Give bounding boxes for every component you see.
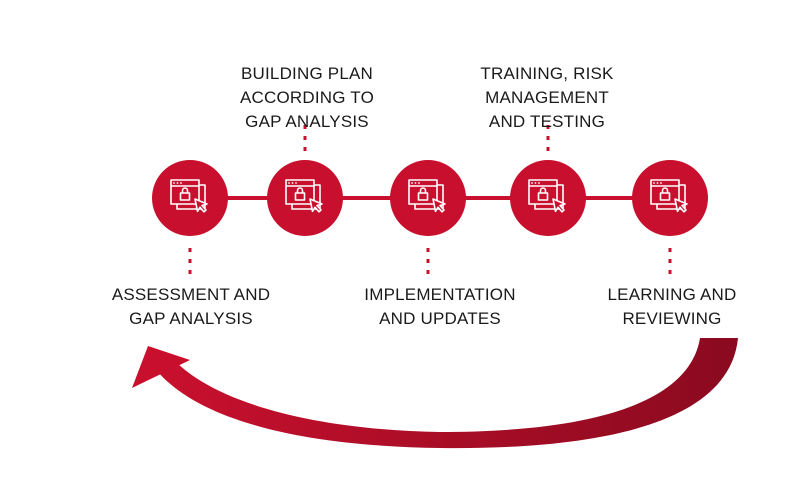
step-label-learning: LEARNING AND REVIEWING: [572, 283, 772, 331]
return-arrow-head: [132, 346, 190, 388]
step-label-line: BUILDING PLAN: [240, 64, 374, 83]
step-label-line: AND TESTING: [488, 112, 606, 131]
step-label-training: TRAINING, RISK MANAGEMENT AND TESTING: [447, 62, 647, 134]
browser-window-lock-cursor-icon: [528, 179, 566, 213]
browser-window-lock-cursor-icon: [408, 179, 446, 213]
step-label-assessment: ASSESSMENT AND GAP ANALYSIS: [91, 283, 291, 331]
step-label-line: ACCORDING TO: [239, 88, 374, 107]
step-node-learning: [632, 160, 708, 274]
step-dots: [188, 248, 192, 274]
step-dots: [426, 248, 430, 274]
step-node-training: [510, 125, 586, 236]
step-dots: [668, 248, 672, 274]
step-label-line: AND UPDATES: [379, 309, 501, 328]
step-label-line: GAP ANALYSIS: [129, 309, 253, 328]
browser-window-lock-cursor-icon: [285, 179, 323, 213]
step-dots: [546, 125, 550, 151]
step-label-line: ASSESSMENT AND: [111, 285, 271, 304]
step-node-building-plan: [267, 125, 343, 236]
return-arrow: [158, 338, 738, 449]
step-label-line: REVIEWING: [622, 309, 722, 328]
browser-window-lock-cursor-icon: [650, 179, 688, 213]
step-label-building-plan: BUILDING PLAN ACCORDING TO GAP ANALYSIS: [207, 62, 407, 134]
step-label-line: GAP ANALYSIS: [245, 112, 369, 131]
step-node-implementation: [390, 160, 466, 274]
step-node-assessment: [152, 160, 228, 274]
step-label-line: MANAGEMENT: [485, 88, 609, 107]
step-label-implementation: IMPLEMENTATION AND UPDATES: [340, 283, 540, 331]
step-dots: [303, 125, 307, 151]
step-label-line: IMPLEMENTATION: [364, 285, 516, 304]
browser-window-lock-cursor-icon: [170, 179, 208, 213]
step-label-line: TRAINING, RISK: [480, 64, 614, 83]
step-label-line: LEARNING AND: [607, 285, 737, 304]
